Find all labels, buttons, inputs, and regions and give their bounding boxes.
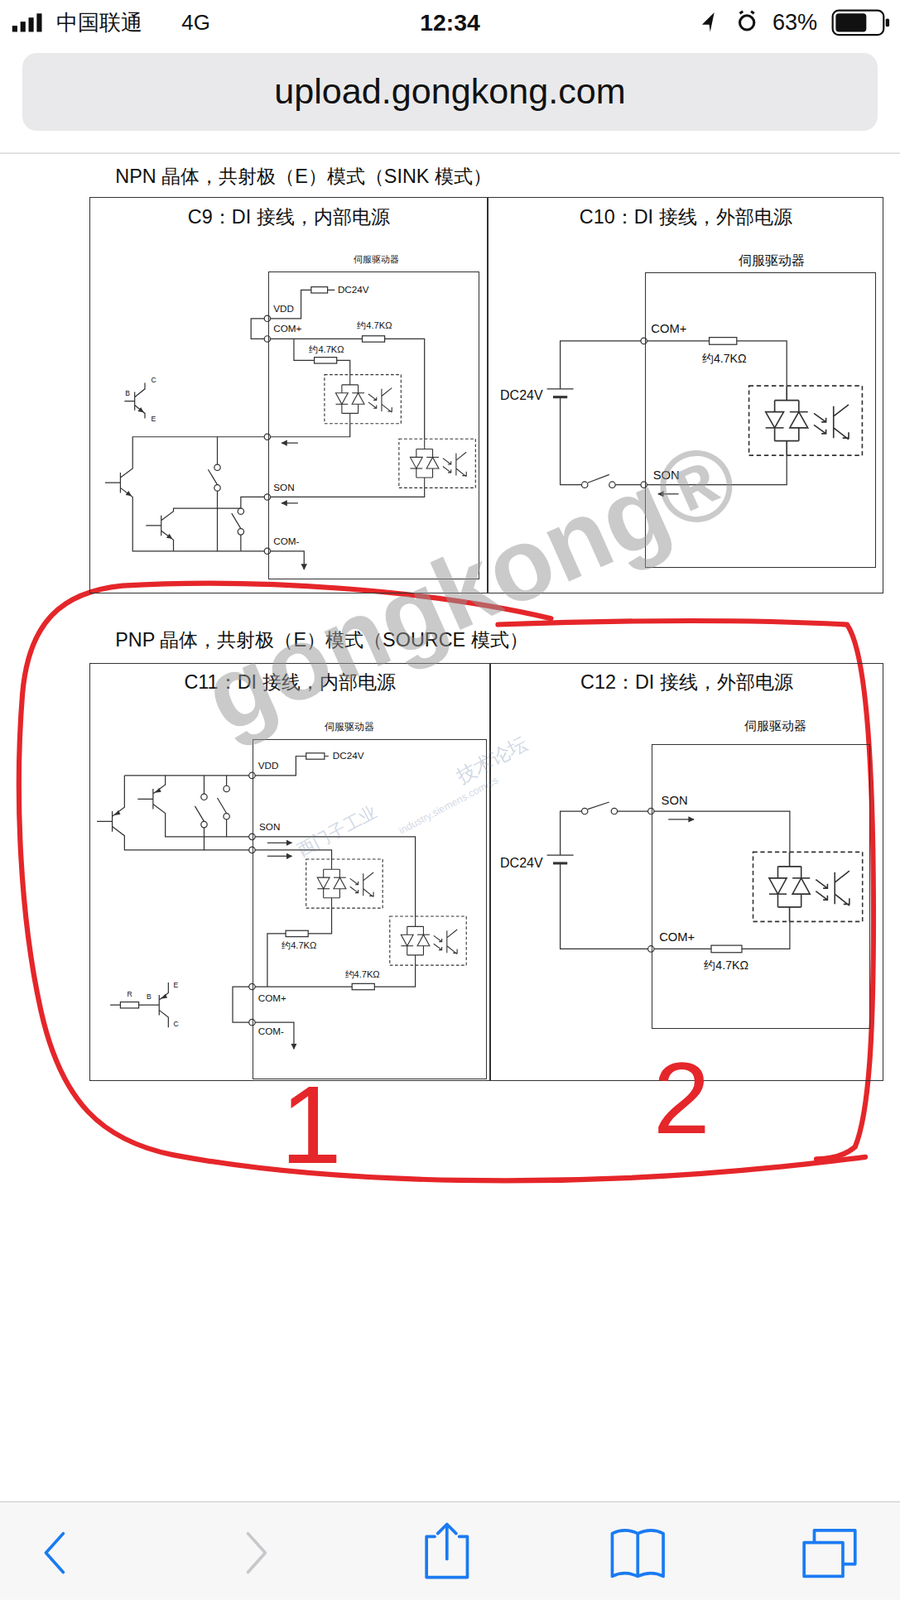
transistor-pin: E — [150, 414, 156, 424]
voltage-label: DC24V — [500, 855, 544, 872]
servo-drive-box: 伺服驱动器 — [252, 739, 487, 1079]
transistor-pin: C — [150, 375, 156, 386]
transistor-pin: B — [146, 992, 152, 1002]
pin-label: VDD — [273, 303, 294, 316]
pin-label: VDD — [258, 760, 280, 773]
resistor-value: 约4.7KΩ — [703, 958, 749, 974]
callout-number: 1 — [280, 1057, 342, 1194]
pin-label: SON — [273, 481, 294, 495]
pin-label: COM+ — [650, 321, 687, 337]
resistor-value: 约4.7KΩ — [308, 344, 344, 357]
servo-drive-box: 伺服驱动器 — [651, 744, 871, 1030]
transistor-pin: E — [173, 981, 179, 991]
watermark: industry.siemens.com/cs — [397, 774, 501, 838]
resistor-value: 约4.7KΩ — [702, 351, 747, 367]
pin-label: COM- — [273, 535, 299, 549]
node-title: upload.gongkong.com — [274, 69, 626, 114]
resistor-value: 约4.7KΩ — [345, 969, 381, 982]
carrier-name: 中国联通 — [56, 9, 143, 36]
network-type: 4G — [181, 9, 211, 36]
voltage-label: DC24V — [332, 750, 365, 763]
address-bar: upload.gongkong.com — [22, 52, 878, 131]
pin-label: COM+ — [659, 929, 695, 945]
wiring-panel: C12：DI 接线，外部电源伺服驱动器 — [490, 663, 885, 1082]
node-title: C9：DI 接线，内部电源 — [187, 205, 390, 230]
pin-label: COM+ — [258, 992, 287, 1006]
pin-label: COM+ — [273, 322, 302, 336]
box-label: 伺服驱动器 — [744, 717, 807, 734]
node-title: C12：DI 接线，外部电源 — [580, 670, 794, 695]
pin-label: COM- — [258, 1025, 284, 1039]
voltage-label: DC24V — [337, 283, 370, 297]
pin-label: SON — [661, 793, 689, 809]
pin-label: SON — [259, 821, 280, 834]
box-label: 伺服驱动器 — [738, 252, 805, 270]
node-title: C10：DI 接线，外部电源 — [579, 205, 793, 230]
voltage-label: DC24V — [500, 387, 544, 405]
section-heading: NPN 晶体，共射极（E）模式（SINK 模式） — [115, 164, 492, 189]
resistor-value: 约4.7KΩ — [281, 940, 317, 953]
transistor-pin: B — [125, 389, 130, 399]
box-label: 伺服驱动器 — [353, 254, 400, 266]
watermark: 西门子工业 — [293, 801, 381, 862]
battery-percent: 63% — [772, 8, 818, 37]
clock: 12:34 — [419, 8, 480, 38]
callout-number: 2 — [653, 1034, 711, 1162]
box-label: 伺服驱动器 — [324, 721, 375, 734]
resistor-value: 约4.7KΩ — [356, 320, 392, 333]
transistor-pin: C — [173, 1020, 179, 1030]
transistor-pin: R — [126, 990, 132, 1000]
wiring-panel: C9：DI 接线，内部电源伺服驱动器 — [89, 197, 488, 594]
